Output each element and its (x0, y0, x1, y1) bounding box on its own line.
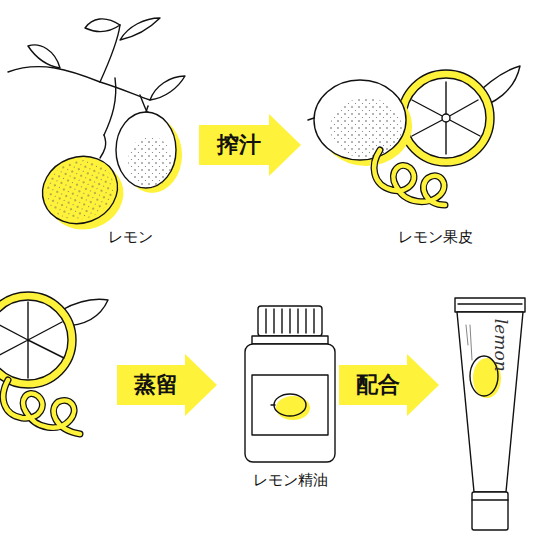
arrow-label: 搾汁 (217, 134, 261, 156)
lemon-peel-illustration (0, 292, 108, 434)
product-text: lemon (490, 319, 510, 372)
item-label: レモン果皮 (398, 228, 473, 246)
lemon-peel-illustration (308, 66, 520, 205)
arrow-label: 蒸留 (134, 374, 178, 396)
lemon-branch (8, 18, 185, 240)
arrow-shape: 配合 (338, 353, 440, 417)
arrow-shape: 蒸留 (116, 353, 218, 417)
arrow-label: 配合 (356, 374, 400, 396)
item-label: レモン精油 (253, 471, 328, 489)
cream-tube (455, 298, 525, 530)
essential-oil-bottle (245, 306, 335, 462)
arrow-shape: 搾汁 (198, 113, 302, 177)
item-label: レモン (108, 228, 153, 246)
